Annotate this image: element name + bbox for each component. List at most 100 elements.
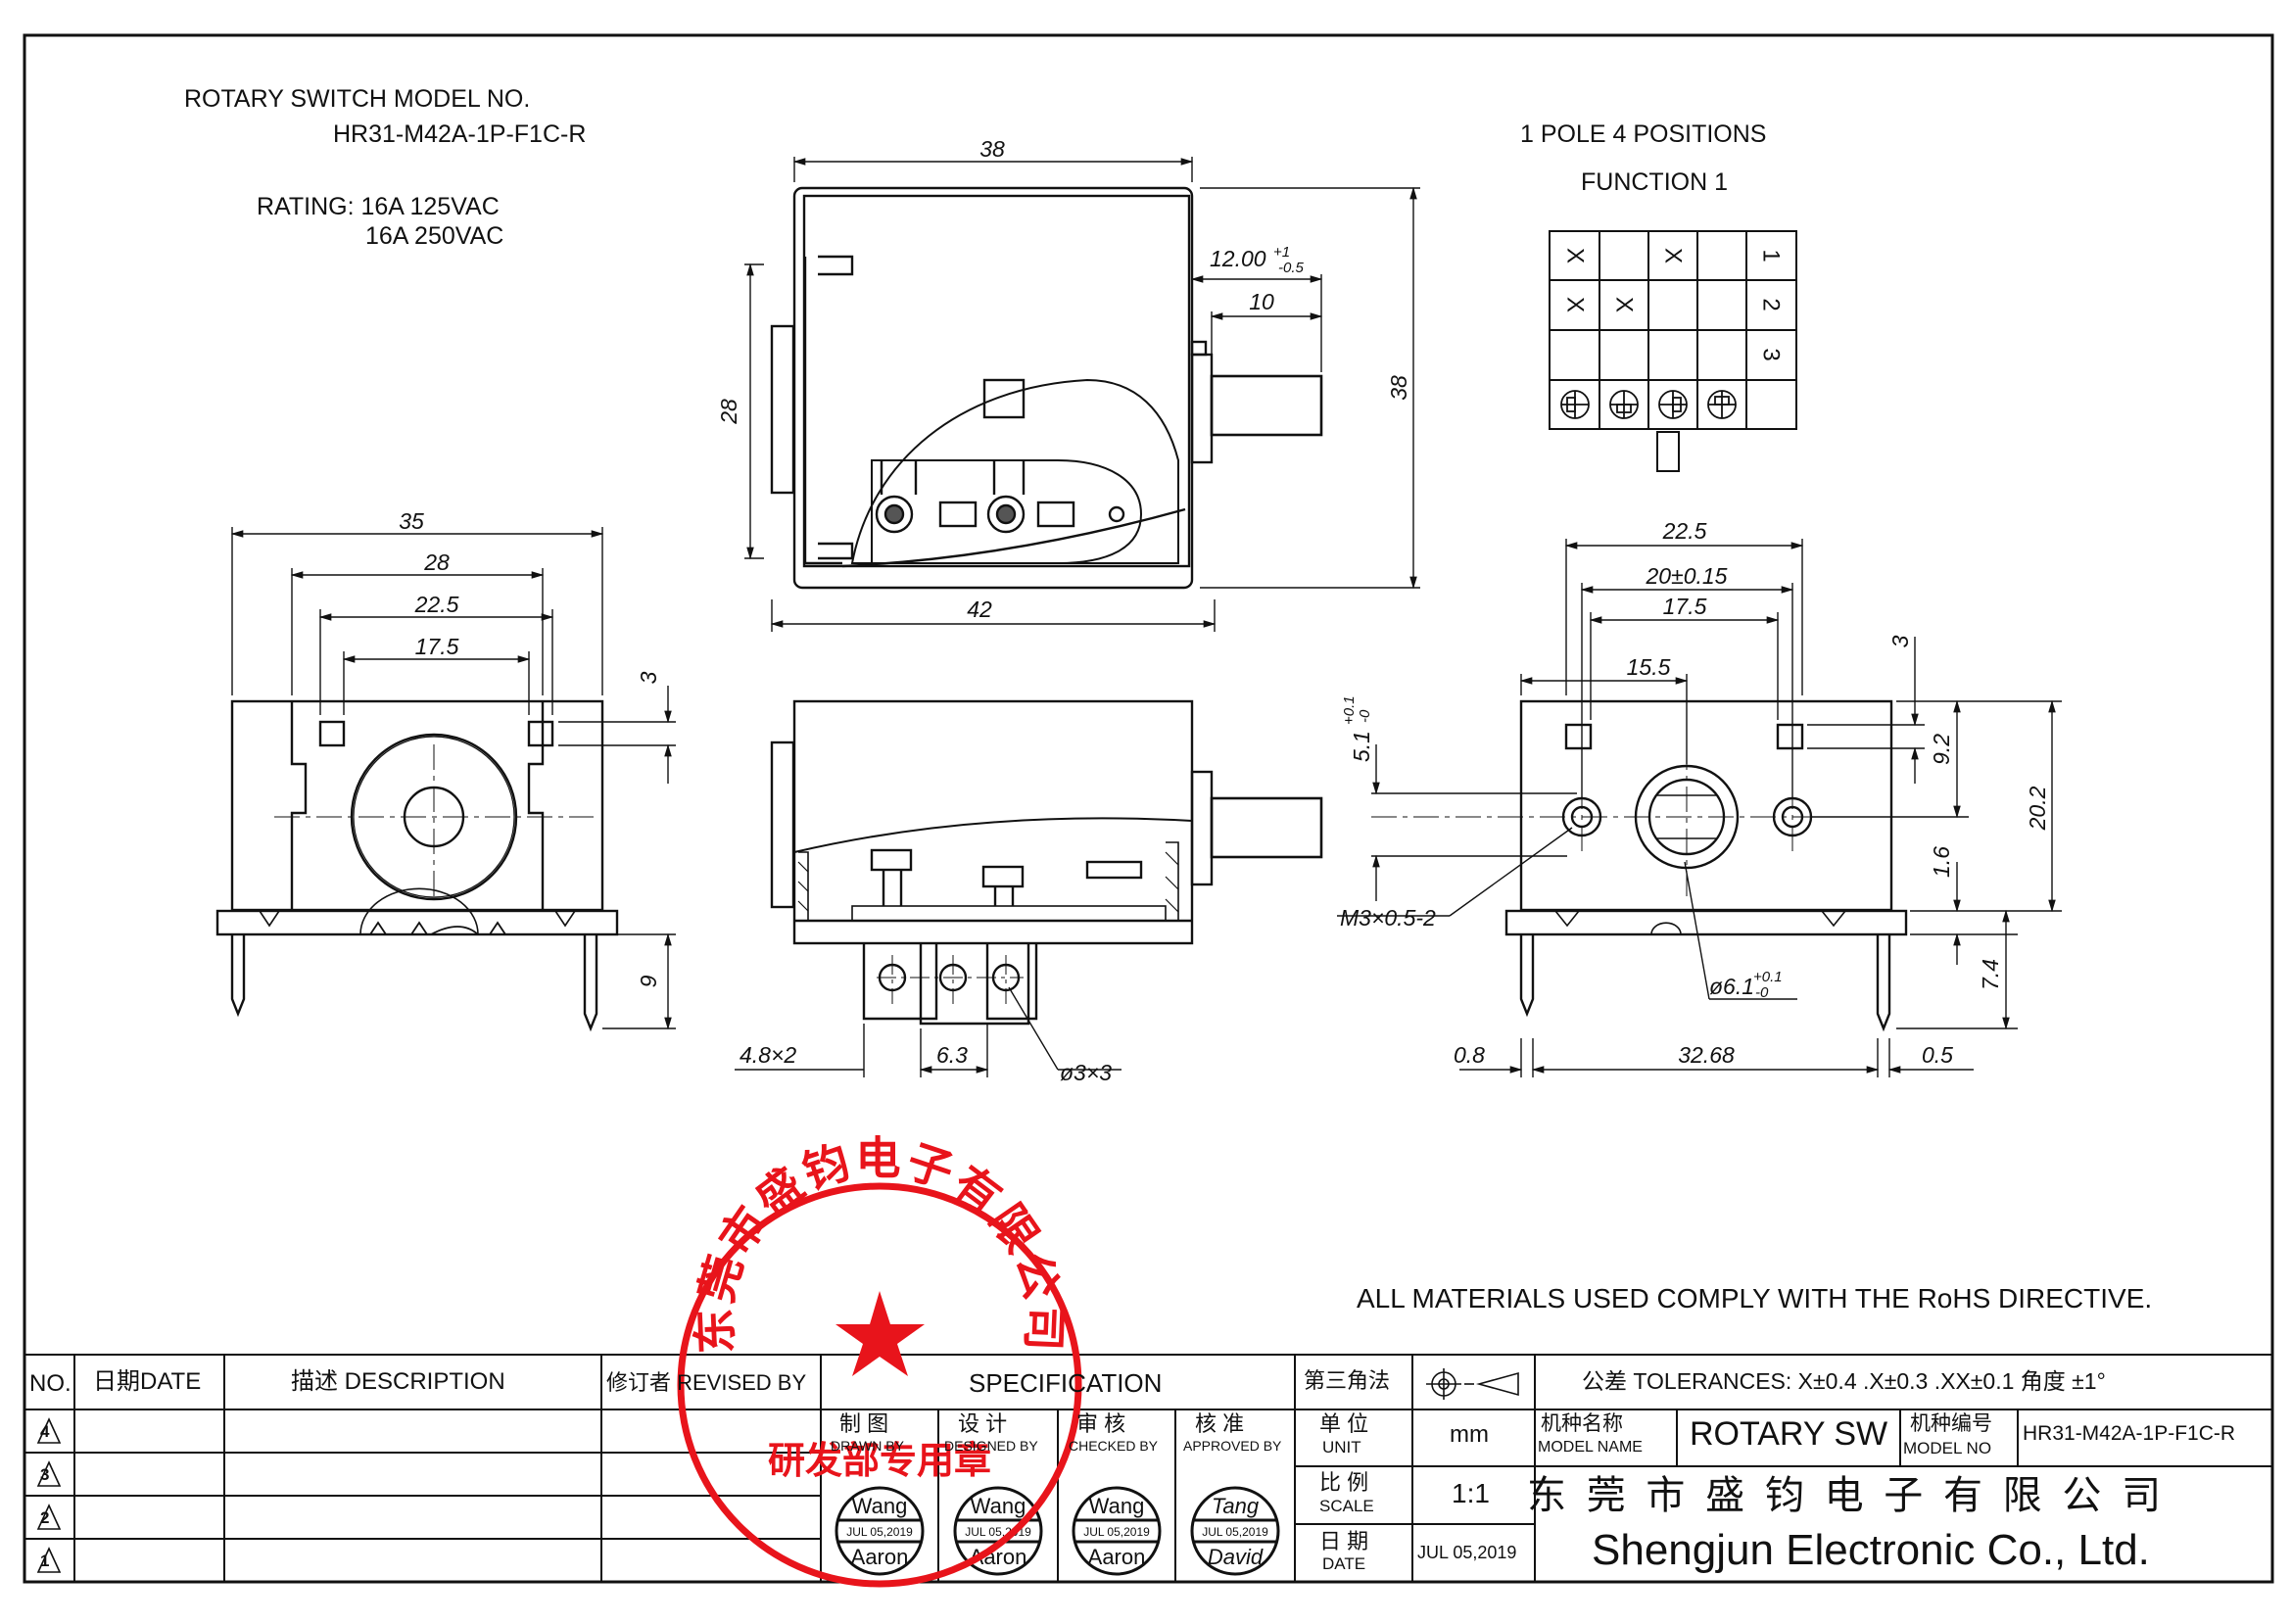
scale-cn: 比 例 xyxy=(1319,1470,1369,1495)
dim-holes: ø3×3 xyxy=(1060,1060,1112,1085)
dim-top-42: 42 xyxy=(967,597,992,622)
dim-shaft-10: 10 xyxy=(1249,289,1274,314)
scale-value: 1:1 xyxy=(1452,1478,1490,1508)
date-en: DATE xyxy=(1322,1554,1366,1573)
dim-rear-0-8: 0.8 xyxy=(1454,1042,1485,1068)
front-view-centerlines xyxy=(274,744,594,901)
side-view-dim-text: 4.8×2 6.3 ø3×3 xyxy=(740,1042,1112,1085)
dim-rear-22-5: 22.5 xyxy=(1662,518,1707,544)
dim-rear-15-5: 15.5 xyxy=(1627,654,1671,680)
role-drawn-cn: 制 图 xyxy=(839,1411,889,1436)
rating-line-1: RATING: 16A 125VAC xyxy=(257,193,500,220)
function-cell-mark: X xyxy=(1562,248,1589,263)
top-view-dim-text: 38 42 38 28 12.00 +1 -0.5 10 xyxy=(716,136,1411,622)
dim-rear-1-6: 1.6 xyxy=(1929,846,1954,878)
model-name-value: ROTARY SW xyxy=(1690,1415,1888,1453)
dim-rear-thread: M3×0.5-2 xyxy=(1340,905,1436,931)
rev-number-3: 3 xyxy=(40,1465,50,1484)
shaft-indicator xyxy=(1656,431,1680,472)
role-designed-cn: 设 计 xyxy=(958,1411,1008,1436)
rear-view-centerlines xyxy=(1371,744,1885,901)
rev-number-1: 1 xyxy=(40,1552,50,1570)
role-drawn-en: DRAWN BY xyxy=(831,1438,904,1454)
stamp-signer-bottom: Aaron xyxy=(1088,1545,1146,1569)
stamp-signer-top: Wang xyxy=(971,1494,1026,1518)
stamp-date: JUL 05,2019 xyxy=(1083,1525,1150,1539)
seal-bottom-text: 研发部专用章 xyxy=(768,1440,991,1482)
rear-view-dims xyxy=(1337,539,2062,1077)
function-cell-mark: X xyxy=(1660,248,1687,263)
poles-positions: 1 POLE 4 POSITIONS xyxy=(1520,120,1767,148)
role-approved-cn: 核 准 xyxy=(1195,1411,1245,1436)
model-number: HR31-M42A-1P-F1C-R xyxy=(333,120,587,148)
dim-rear-7-4: 7.4 xyxy=(1978,959,2003,990)
model-title: ROTARY SWITCH MODEL NO. xyxy=(184,85,531,113)
dim-rear-5-1-tol-up: +0.1 xyxy=(1341,695,1358,725)
role-checked-cn: 审 核 xyxy=(1076,1411,1126,1436)
unit-value: mm xyxy=(1450,1421,1489,1448)
dim-shaft-tol-up: +1 xyxy=(1273,244,1290,261)
function-cell-mark: X xyxy=(1611,297,1638,312)
dim-rear-17-5: 17.5 xyxy=(1663,594,1707,619)
company-name-cn: 东 莞 市 盛 钧 电 子 有 限 公 司 xyxy=(1527,1473,2166,1518)
model-name-cn: 机种名称 xyxy=(1541,1412,1623,1435)
scale-en: SCALE xyxy=(1319,1497,1374,1515)
model-no-cn: 机种编号 xyxy=(1910,1412,1992,1435)
dim-rear-bore-tol-up: +0.1 xyxy=(1753,969,1783,985)
rev-header-description: 描述 DESCRIPTION xyxy=(291,1368,505,1395)
stamp-signer-top: Wang xyxy=(852,1494,908,1518)
company-name-en: Shengjun Electronic Co., Ltd. xyxy=(1592,1526,2150,1574)
front-view-dim-text: 35 28 22.5 17.5 3 9 xyxy=(399,508,661,987)
role-designed-en: DESIGNED BY xyxy=(944,1438,1038,1454)
rev-header-no: NO. xyxy=(29,1370,72,1397)
dim-front-9: 9 xyxy=(636,975,661,987)
stamp-date: JUL 05,2019 xyxy=(1202,1525,1268,1539)
seal-star-icon xyxy=(835,1291,925,1376)
side-view xyxy=(770,699,1323,1026)
dim-top-38-h: 38 xyxy=(1386,375,1411,401)
dim-front-17-5: 17.5 xyxy=(415,634,459,659)
dim-rear-5-1-tol-dn: -0 xyxy=(1357,709,1373,723)
role-approved-en: APPROVED BY xyxy=(1183,1438,1282,1454)
dim-terminal-pitch: 4.8×2 xyxy=(740,1042,796,1068)
rev-number-2: 2 xyxy=(40,1508,50,1527)
rohs-note: ALL MATERIALS USED COMPLY WITH THE RoHS … xyxy=(1357,1283,2153,1314)
function-row-label: 3 xyxy=(1758,348,1785,360)
function-row-label: 2 xyxy=(1758,298,1785,310)
stamp-signer-bottom: David xyxy=(1208,1545,1264,1569)
function-label: FUNCTION 1 xyxy=(1581,168,1728,196)
rev-header-date: 日期DATE xyxy=(93,1368,202,1395)
detent-symbols xyxy=(1560,390,1737,419)
rev-triangles xyxy=(36,1417,62,1573)
role-stamp-circles xyxy=(835,1486,1280,1576)
dim-front-3: 3 xyxy=(636,671,661,684)
dim-rear-9-2: 9.2 xyxy=(1929,734,1954,765)
tolerances-label: 公差 TOLERANCES: X±0.4 .X±0.3 .XX±0.1 角度 ±… xyxy=(1582,1368,2106,1394)
stamp-signer-top: Wang xyxy=(1089,1494,1145,1518)
function-table xyxy=(1549,230,1797,472)
dim-rear-bore-tol-dn: -0 xyxy=(1755,984,1769,1001)
dim-shaft-tol-dn: -0.5 xyxy=(1278,260,1305,276)
top-view xyxy=(770,186,1323,590)
dim-top-38: 38 xyxy=(979,136,1005,162)
function-row-label: 1 xyxy=(1758,249,1785,262)
date-cn: 日 期 xyxy=(1319,1529,1369,1553)
dim-front-22-5: 22.5 xyxy=(414,592,459,617)
dim-rear-20: 20±0.15 xyxy=(1646,563,1728,589)
unit-cn: 单 位 xyxy=(1319,1411,1369,1436)
dim-rear-0-5: 0.5 xyxy=(1922,1042,1953,1068)
stamp-date: JUL 05,2019 xyxy=(846,1525,913,1539)
title-block-lines xyxy=(24,1354,2272,1582)
title-block: NO. 日期DATE 描述 DESCRIPTION 修订者 REVISED BY… xyxy=(24,1355,2272,1582)
dim-pitch-6-3: 6.3 xyxy=(936,1042,968,1068)
dim-front-35: 35 xyxy=(399,508,424,534)
front-view xyxy=(215,699,619,1032)
rev-header-revised: 修订者 REVISED BY xyxy=(606,1370,807,1395)
dim-top-28: 28 xyxy=(716,399,741,425)
dim-rear-bore: ø6.1 xyxy=(1709,974,1754,999)
dim-shaft-12: 12.00 xyxy=(1210,246,1266,271)
stamp-signer-top: Tang xyxy=(1212,1494,1260,1518)
